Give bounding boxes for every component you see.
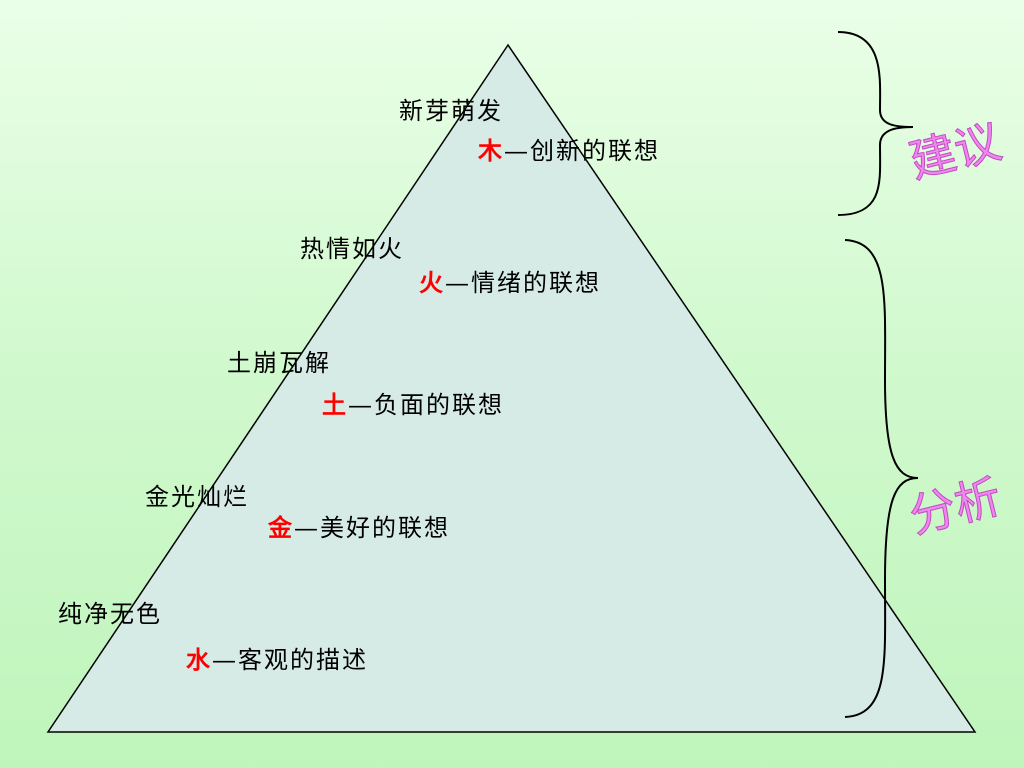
level-3-desc: —负面的联想 <box>348 391 504 419</box>
element-metal: 金 <box>268 513 294 542</box>
level-5-desc: —客观的描述 <box>212 646 368 674</box>
element-wood: 木 <box>478 136 504 165</box>
element-earth: 土 <box>322 390 348 419</box>
top-curly-bracket <box>837 31 914 216</box>
level-1-desc: —创新的联想 <box>504 137 660 165</box>
level-1-phrase: 新芽萌发 <box>399 97 503 125</box>
level-4-association: 金—美好的联想 <box>268 513 450 542</box>
level-2-desc: —情绪的联想 <box>445 269 601 297</box>
level-3-association: 土—负面的联想 <box>322 390 504 419</box>
element-water: 水 <box>186 645 212 674</box>
level-3-phrase: 土崩瓦解 <box>227 349 331 377</box>
level-1-association: 木—创新的联想 <box>478 136 660 165</box>
level-2-phrase: 热情如火 <box>300 235 404 263</box>
level-4-phrase: 金光灿烂 <box>145 483 249 511</box>
level-5-phrase: 纯净无色 <box>58 600 162 628</box>
element-fire: 火 <box>419 268 445 297</box>
bottom-curly-bracket <box>844 239 919 718</box>
level-4-desc: —美好的联想 <box>294 514 450 542</box>
pyramid-triangle <box>46 43 977 733</box>
level-2-association: 火—情绪的联想 <box>419 268 601 297</box>
level-5-association: 水—客观的描述 <box>186 645 368 674</box>
